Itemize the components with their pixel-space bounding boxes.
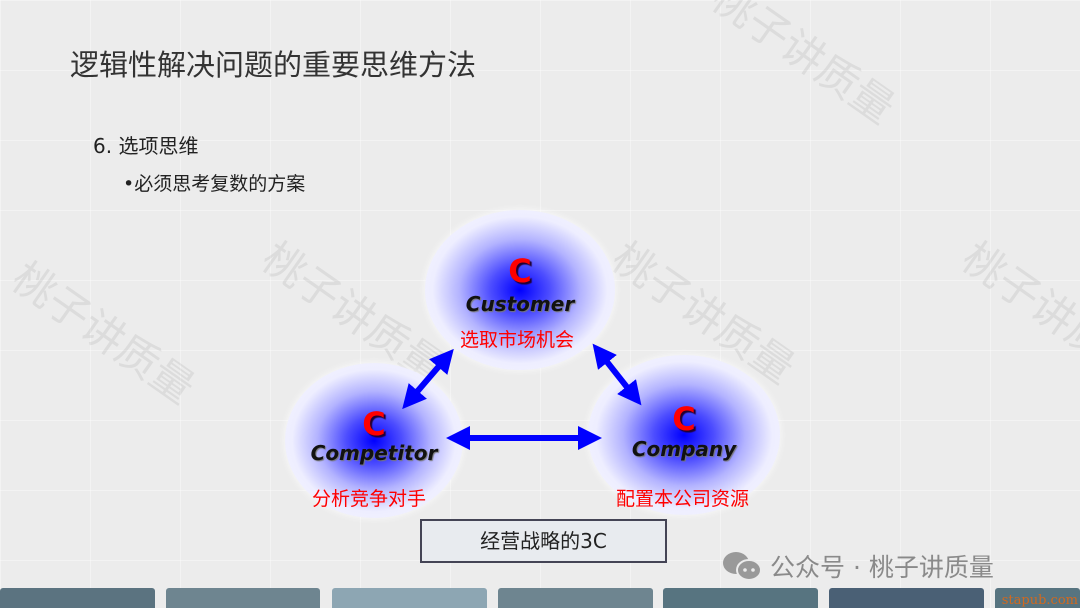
customer-letter: C [508,252,532,290]
competitor-letter: C [362,405,386,443]
site-watermark: stapub.com [1001,593,1078,608]
company-letter: C [672,400,696,438]
wechat-icon [723,552,762,581]
company-label: Company [631,437,737,461]
arrow-customer-company [592,343,642,406]
competitor-label: Competitor [310,441,438,465]
footer-tile [0,588,155,608]
footer-tile [166,588,320,608]
company-desc: 配置本公司资源 [616,488,750,510]
slide-title: 逻辑性解决问题的重要思维方法 [70,48,477,82]
wechat-text: 公众号 · 桃子讲质量 [770,553,994,582]
caption-box: 经营战略的3C [420,519,667,563]
footer-tile [332,588,487,608]
footer-tile [498,588,653,608]
customer-desc: 选取市场机会 [460,329,575,351]
wechat-footer: 公众号 · 桃子讲质量 [722,548,994,584]
footer-tile [663,588,818,608]
section-heading: 6. 选项思维 [93,134,199,158]
customer-circle: C Customer [425,210,615,370]
footer-tile [995,588,1080,608]
customer-label: Customer [465,292,575,316]
bullet-text: •必须思考复数的方案 [123,173,306,195]
arrow-customer-competitor [402,348,454,410]
competitor-circle: C Competitor [285,363,463,518]
footer-tile [829,588,984,608]
competitor-desc: 分析竞争对手 [312,488,427,510]
